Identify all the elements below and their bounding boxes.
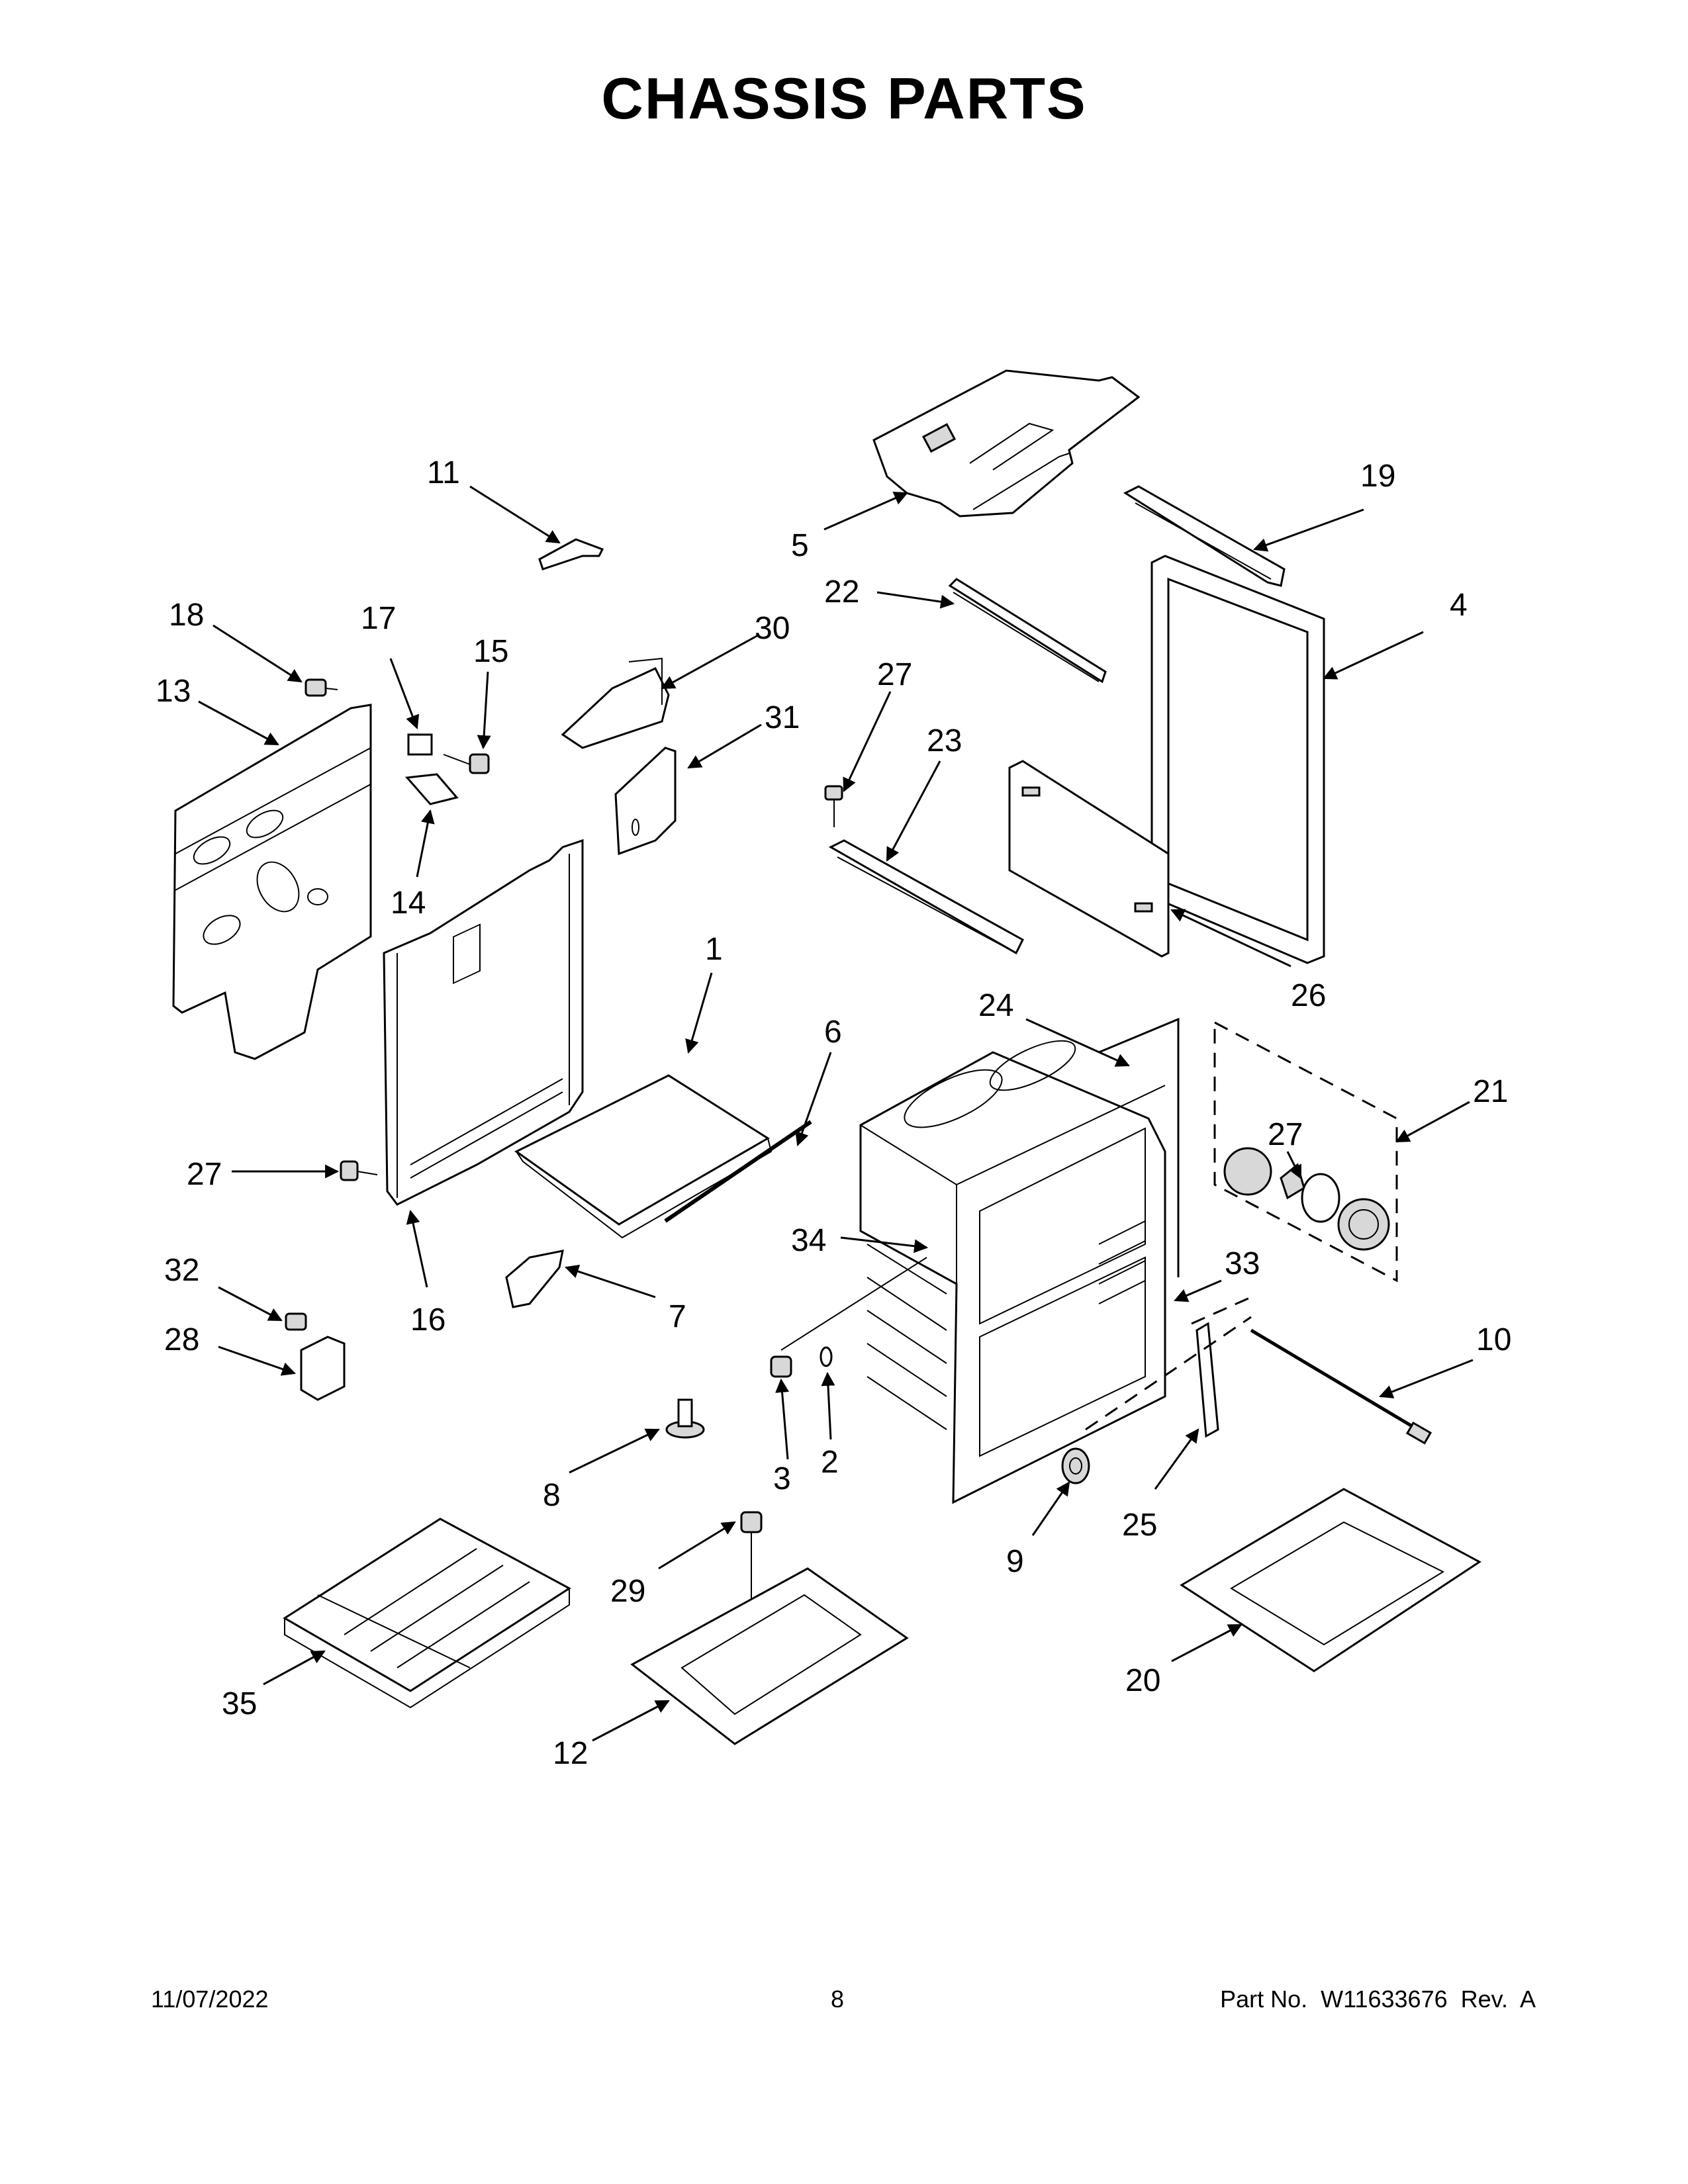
part-26-panel [1008, 760, 1170, 958]
callout-24: 24 [978, 988, 1013, 1023]
callout-34: 33 [1225, 1246, 1260, 1281]
footer-date: 11/07/2022 [151, 1985, 269, 2013]
part-24-oven-cavity [859, 1017, 1180, 1504]
part-20-tray [1180, 1488, 1481, 1672]
callout-31: 30 [755, 611, 790, 646]
callout-29: 28 [164, 1322, 199, 1357]
callout-9: 9 [1006, 1544, 1024, 1579]
part-15-screw [443, 753, 490, 774]
part-13-back-panel [172, 704, 372, 1060]
callout-5: 5 [791, 528, 809, 563]
part-32-plate [614, 747, 677, 856]
part-12-pan [630, 1567, 909, 1745]
part-3-screw [770, 1355, 792, 1378]
part-1-tray [514, 1074, 773, 1239]
callout-27a: 27 [877, 657, 912, 692]
part-30-screw [740, 1511, 763, 1602]
callout-35: 34 [791, 1223, 826, 1258]
callout-21: 21 [1473, 1074, 1508, 1109]
part-17-bracket [407, 733, 433, 756]
part-29-box [300, 1336, 346, 1401]
part-21-light-assembly [1213, 1021, 1398, 1283]
part-27-lower-screw [340, 1160, 378, 1181]
part-2-washer [820, 1346, 833, 1367]
part-27-upper-screw [824, 785, 843, 827]
callout-19: 19 [1360, 459, 1395, 494]
part-22-bracket [948, 578, 1107, 684]
callout-8: 8 [543, 1478, 561, 1513]
page-title: CHASSIS PARTS [601, 66, 1087, 131]
callout-2: 2 [821, 1445, 839, 1480]
callout-11: 11 [427, 455, 460, 490]
part-4-door-frame [1150, 555, 1325, 964]
callout-12: 12 [553, 1736, 588, 1771]
callout-13: 13 [156, 674, 191, 709]
callout-7: 7 [669, 1299, 686, 1334]
callout-17: 17 [361, 601, 396, 636]
callout-16: 16 [410, 1302, 445, 1338]
callout-14: 14 [391, 886, 426, 921]
part-6-rod [664, 1120, 812, 1223]
callout-22: 22 [824, 574, 859, 610]
callout-4: 4 [1450, 588, 1468, 623]
part-19-top-rail [1123, 485, 1286, 587]
part-5-top-cover [872, 369, 1141, 518]
callout-30: 29 [610, 1574, 645, 1609]
callout-6: 6 [824, 1015, 842, 1050]
part-7-bracket [505, 1250, 564, 1308]
callout-10: 10 [1476, 1322, 1511, 1357]
part-10-sensor [1250, 1328, 1432, 1445]
callout-32: 31 [765, 700, 800, 735]
part-36-rack [283, 1518, 571, 1709]
part-31-side-bracket [561, 657, 670, 749]
callout-15: 15 [473, 634, 508, 669]
callout-20: 20 [1125, 1663, 1160, 1698]
callout-23: 23 [927, 723, 962, 758]
callout-26: 26 [1291, 978, 1326, 1013]
leaders [198, 485, 1474, 1742]
callouts: 11 5 19 22 4 18 17 15 30 27 13 31 23 14 … [156, 455, 1511, 1771]
part-23-rail [828, 839, 1024, 955]
callout-3: 3 [773, 1461, 791, 1496]
part-11-clip [538, 538, 604, 570]
callout-36: 35 [222, 1686, 257, 1721]
part-16-side-panel [383, 839, 584, 1206]
part-18-bolt [305, 678, 338, 697]
footer-page-number: 8 [831, 1985, 845, 2013]
callout-25: 25 [1122, 1508, 1157, 1543]
callout-18: 18 [169, 598, 204, 633]
part-33-bolt [285, 1312, 307, 1331]
footer-part-number: Part No. W11633676 Rev. A [1220, 1985, 1536, 2013]
callout-33: 32 [164, 1253, 199, 1288]
callout-27b: 27 [187, 1157, 222, 1192]
callout-1: 1 [705, 932, 723, 967]
callout-28: 27 [1268, 1117, 1303, 1152]
part-8-leg [665, 1398, 705, 1439]
part-9-grommet [1061, 1447, 1090, 1484]
part-25-bracket [1196, 1322, 1219, 1438]
part-14-bracket [404, 773, 459, 805]
